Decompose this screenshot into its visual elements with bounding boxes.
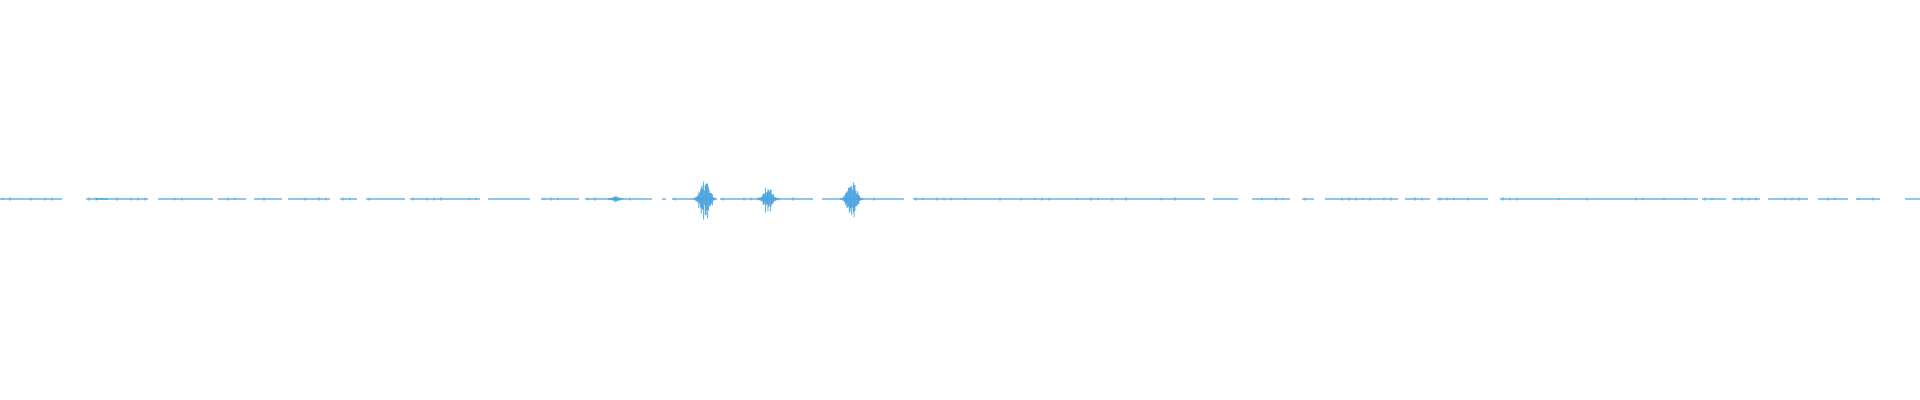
waveform-burst [95,198,109,201]
waveform-burst [840,182,864,217]
waveform-baseline [0,197,1920,201]
waveform-burst [608,196,624,203]
waveform-burst [692,181,717,220]
waveform-burst [757,188,779,213]
waveform-bursts [95,181,864,220]
